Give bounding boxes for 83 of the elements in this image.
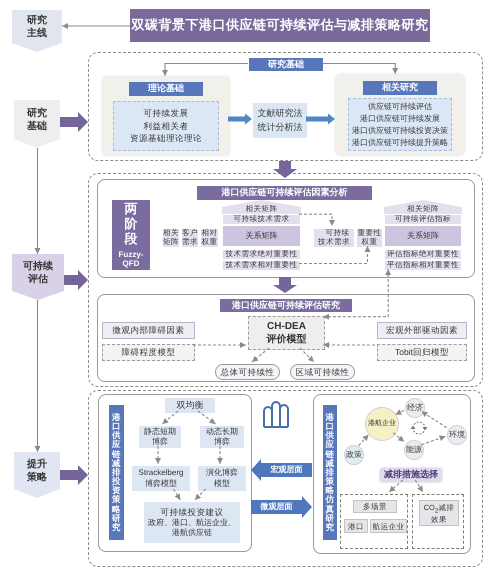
heading-bar: 理论基础 [129, 82, 203, 96]
dashed-arrow [300, 348, 314, 362]
text-box: Strackelberg博弈模型 [132, 466, 190, 491]
dashed-arrow [299, 214, 335, 226]
dashed-arrow [162, 410, 178, 424]
block-arrow [306, 114, 335, 124]
dashed-arrow [358, 434, 369, 446]
circle-node: 政策 [344, 445, 364, 465]
rounded-panel [313, 394, 471, 554]
circle-node: 环境 [447, 425, 467, 445]
dashed-arrow [194, 488, 206, 500]
dashed-arrow [252, 348, 270, 362]
text-box: 文献研究法 统计分析法 [253, 103, 307, 138]
arrow [322, 62, 398, 74]
dashed-arrow [323, 269, 392, 320]
dashed-region [88, 173, 483, 387]
heading-bar: 研究基础 [249, 58, 323, 71]
dashed-arrow [414, 480, 424, 492]
panel [336, 75, 464, 155]
heading-bar: 港口供应链可持续评估因素分析 [197, 186, 372, 200]
dashed-arrow [395, 409, 404, 416]
dashed-box: 障碍程度模型 [102, 344, 195, 361]
block-arrow [251, 459, 312, 481]
text-box: 微观内部障碍因素 [102, 322, 195, 339]
panel [103, 77, 229, 155]
dashed-box: Tobit回归模型 [377, 344, 467, 361]
label-box: 两阶段 Fuzzy-QFD [112, 200, 150, 270]
arrow [34, 300, 40, 452]
dashed-arrow [323, 342, 375, 348]
dashed-arrow [299, 246, 370, 264]
block-arrow [60, 465, 88, 485]
dashed-arrow [193, 342, 246, 348]
block-arrow [228, 114, 252, 124]
dashed-arrow [421, 410, 447, 428]
edge-label: 微观层面 [260, 502, 294, 512]
dashed-arrow [421, 435, 446, 446]
text-box: 演化博弈模型 [198, 466, 246, 491]
rounded-box: 减排措施选择 [380, 468, 442, 482]
vertical-banner: 港口供应链减排投资策略研究 [109, 405, 124, 540]
dashed-arrow [173, 488, 181, 500]
block-arrow [251, 496, 312, 518]
dashed-region [88, 52, 483, 161]
arrow [62, 23, 130, 29]
text-box: 动态长期博弈 [200, 426, 244, 448]
rounded-panel [97, 294, 475, 382]
matrix-cell: 关系矩阵 [222, 225, 301, 247]
dashed-box: 供应链可持续评估 港口供应链可持续发展 港口供应链可持续投资决策 港口供应链可持续提升策略 [348, 98, 452, 151]
heading-bar: 相关研究 [363, 81, 437, 95]
rounded-box: 总体可持续性 [215, 364, 280, 380]
dashed-box: CH-DEA评价模型 [248, 316, 325, 350]
title-banner: 双碳背景下港口供应链可持续评估与减排策略研究 [130, 9, 430, 42]
dashed-arrow [392, 432, 405, 442]
dashed-arrow [388, 480, 404, 492]
dashed-arrow [198, 410, 216, 424]
dashed-box: 可持续发展 利益相关者 资源基础理论理论 [113, 101, 219, 151]
pentagon-tag: 研究基础 [14, 100, 60, 148]
block-arrow [60, 112, 88, 132]
text-box: 可持续投资建议 政府、港口、航运企业、港航供应链 [144, 502, 240, 543]
block-arrow [64, 270, 88, 290]
dashed-box [340, 494, 408, 549]
rounded-box: 区域可持续性 [290, 364, 355, 380]
block-arrow [273, 161, 297, 178]
block-arrow [273, 277, 297, 293]
text-box: 静态短期博弈 [139, 426, 181, 448]
rounded-panel [97, 179, 475, 278]
pentagon-tag: 研究主线 [12, 10, 62, 52]
pentagon-tag: 提升策略 [14, 452, 60, 498]
text-box: 双均衡 [165, 398, 215, 413]
dashed-box [412, 494, 464, 549]
heading-bar: 港口供应链可持续评估研究 [220, 299, 352, 312]
vertical-banner: 港口供应链减排策略仿真研究 [323, 405, 337, 540]
edge-label: 宏观层面 [270, 465, 304, 475]
dashed-arrow [217, 446, 223, 464]
arrow [34, 148, 40, 254]
circle-node: 经济 [405, 398, 425, 418]
circle-node: 能源 [404, 440, 424, 460]
matrix-cell: 关系矩阵 [384, 225, 462, 247]
dashed-arrow [155, 446, 161, 464]
arrow [162, 62, 248, 76]
dashed-region [88, 390, 483, 567]
pentagon-tag: 可持续评估 [12, 254, 64, 300]
rounded-panel [98, 394, 252, 552]
text-box: 宏观外部驱动因素 [377, 322, 467, 339]
